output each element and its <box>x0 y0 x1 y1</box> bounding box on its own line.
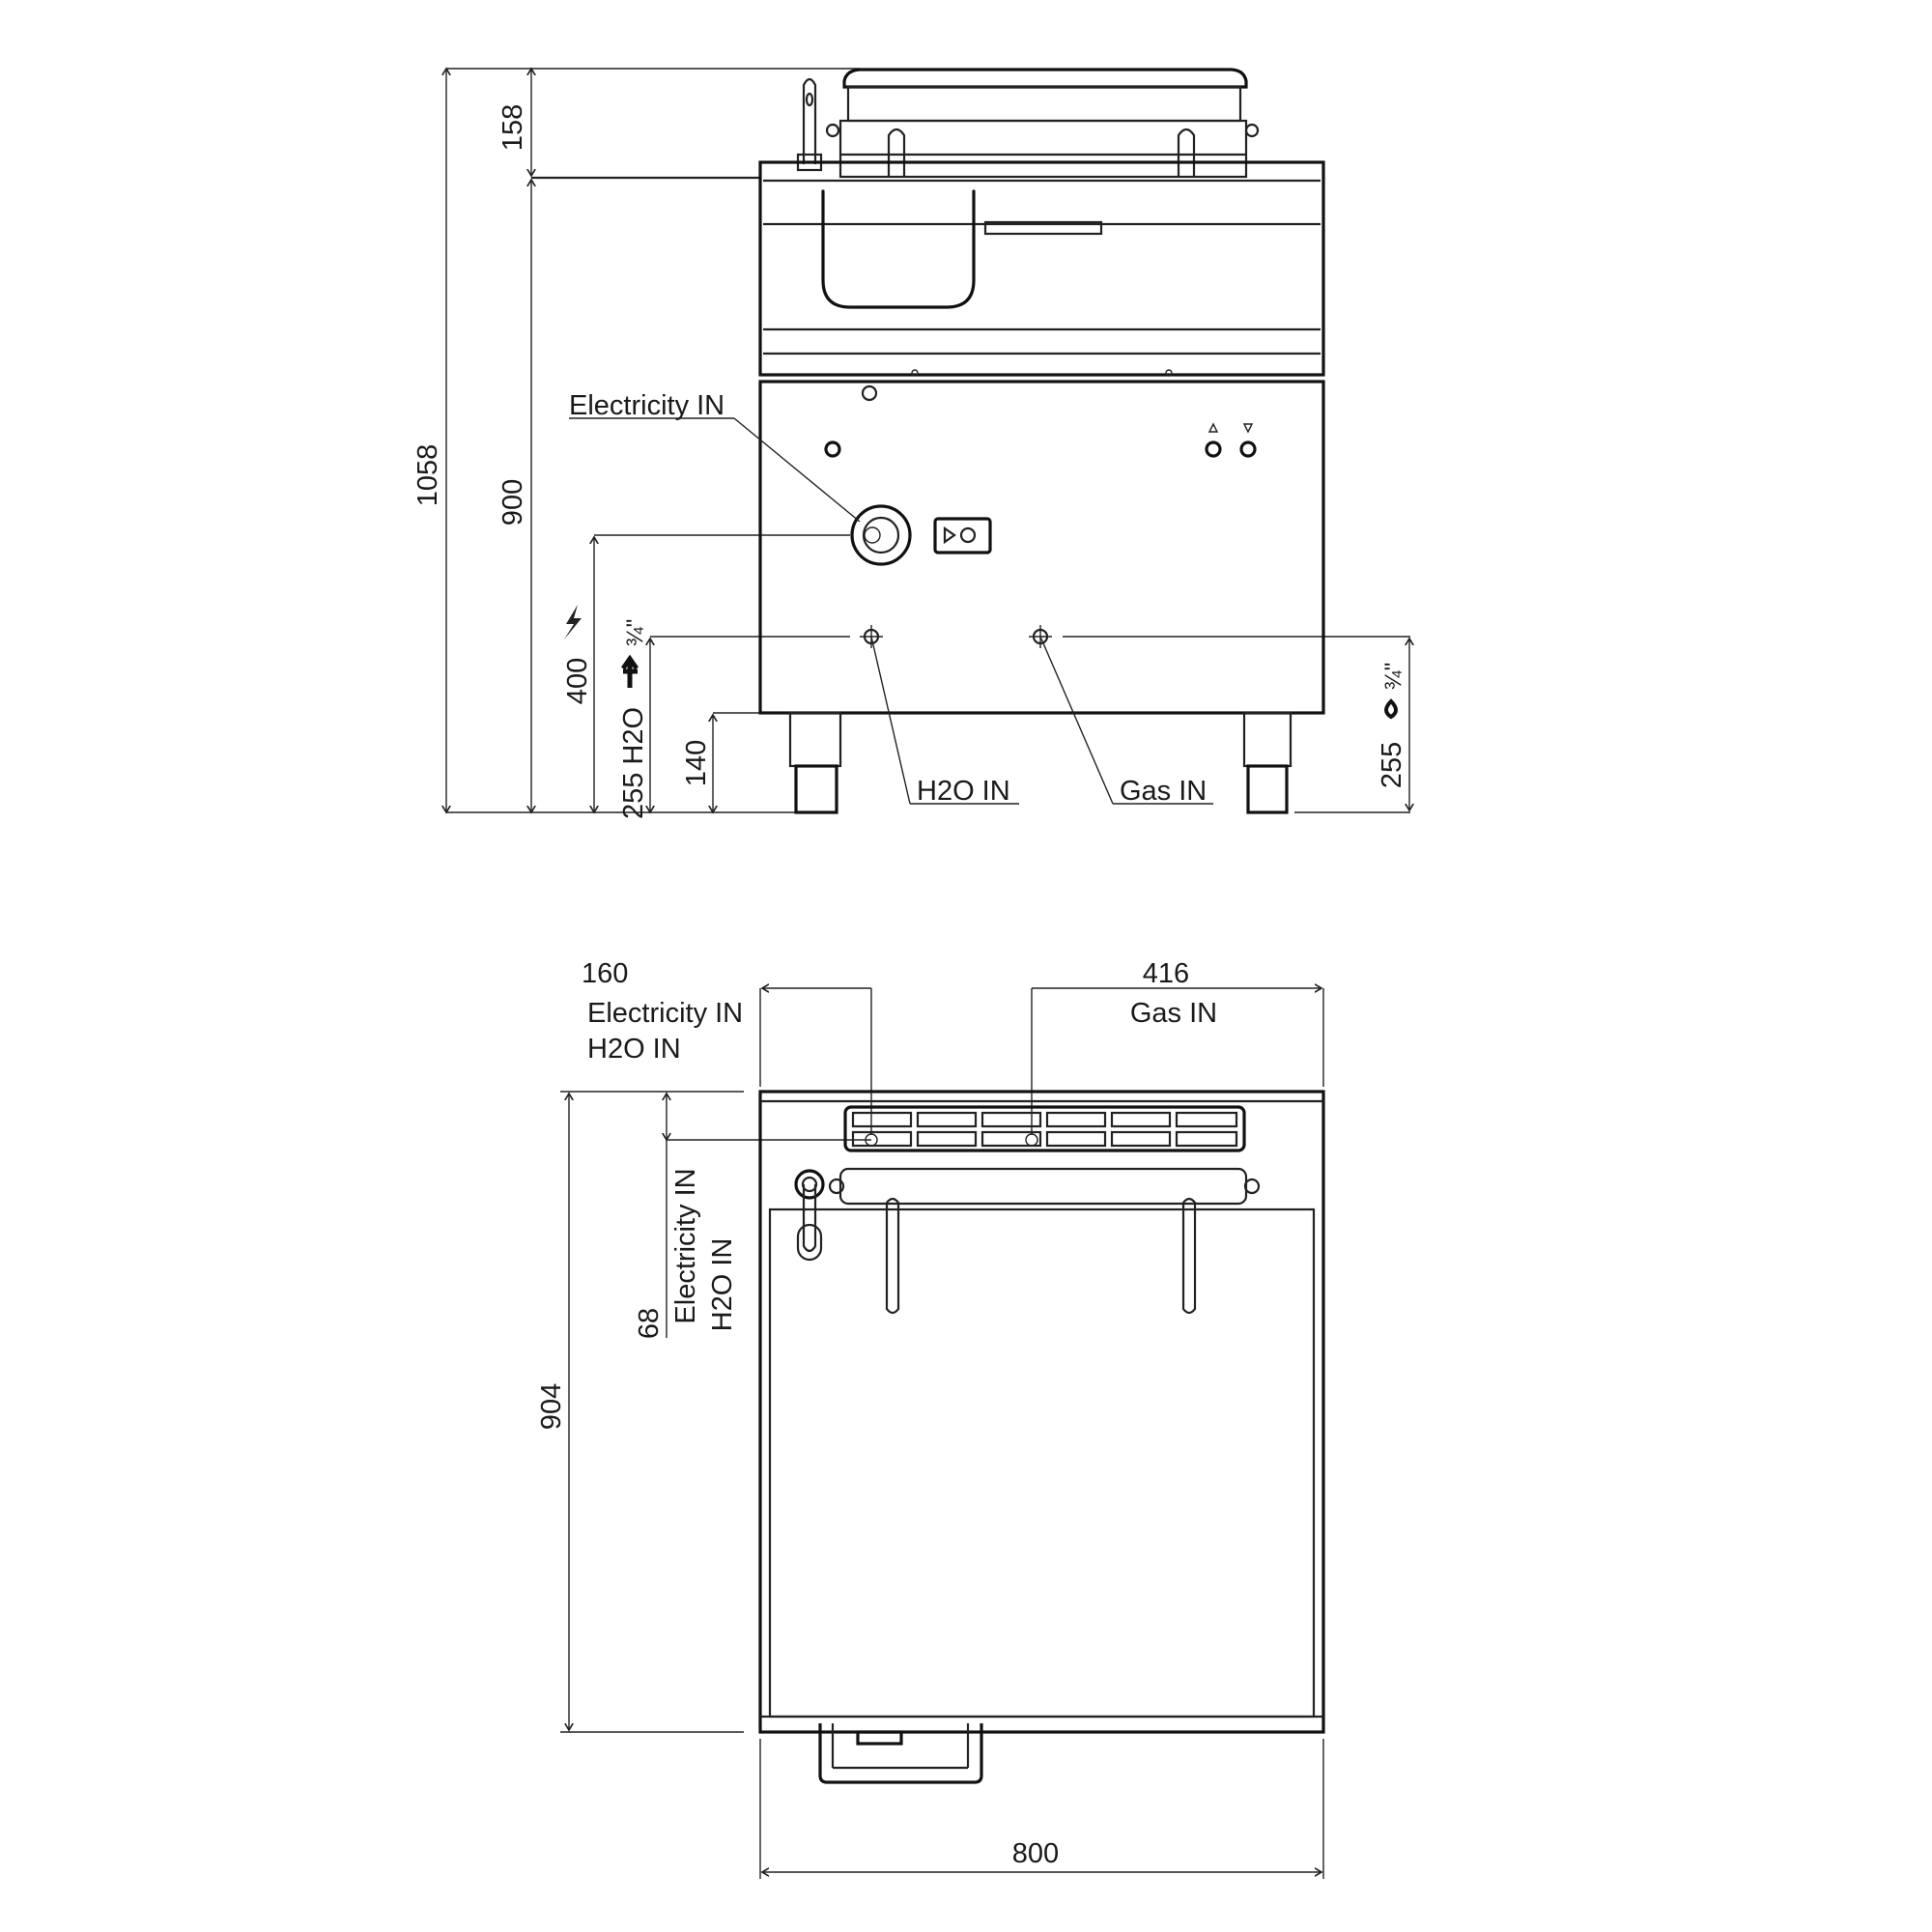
flame-icon <box>1384 698 1398 720</box>
dim-gas-offset: 416 <box>1143 958 1189 989</box>
dim-electricity-height: 400 <box>562 658 593 704</box>
dim-width: 800 <box>1012 1838 1059 1869</box>
label-top-electricity-in: Electricity IN <box>587 998 743 1029</box>
dim-depth: 904 <box>536 1383 567 1430</box>
kettle-front-outline <box>758 68 1325 814</box>
dim-h2o-height: 255 H2O <box>618 707 649 819</box>
top-dimension-lines <box>560 988 1324 1879</box>
front-view: 1058 158 900 400 255 H2O ¾" 140 255 ¾" <box>412 69 1410 819</box>
dim-lid-height: 158 <box>497 104 528 151</box>
dim-electricity-offset: 160 <box>582 958 628 989</box>
front-dimension-lines <box>446 69 1410 812</box>
label-side-h2o-in: H2O IN <box>707 1238 738 1332</box>
label-electricity-in: Electricity IN <box>569 390 724 421</box>
label-gas-in: Gas IN <box>1120 776 1207 807</box>
arrow-up-icon <box>620 654 639 688</box>
dim-leg-height: 140 <box>681 740 712 786</box>
dim-body-height: 900 <box>497 479 528 526</box>
label-side-electricity-in: Electricity IN <box>670 1168 701 1323</box>
dim-h2o-size: ¾" <box>622 619 648 647</box>
label-top-h2o-in: H2O IN <box>587 1034 681 1065</box>
dim-gas-height: 255 <box>1377 742 1407 788</box>
label-h2o-in: H2O IN <box>917 776 1010 807</box>
dim-depth-offset: 68 <box>634 1308 665 1339</box>
dim-total-height: 1058 <box>412 444 443 507</box>
label-top-gas-in: Gas IN <box>1130 998 1217 1029</box>
dim-gas-size: ¾" <box>1380 663 1406 691</box>
vent-slots <box>851 1111 1238 1148</box>
lightning-icon <box>564 605 582 639</box>
top-view: 160 Electricity IN H2O IN 416 Gas IN 68 … <box>536 958 1325 1879</box>
kettle-top-outline <box>758 1090 1325 1784</box>
